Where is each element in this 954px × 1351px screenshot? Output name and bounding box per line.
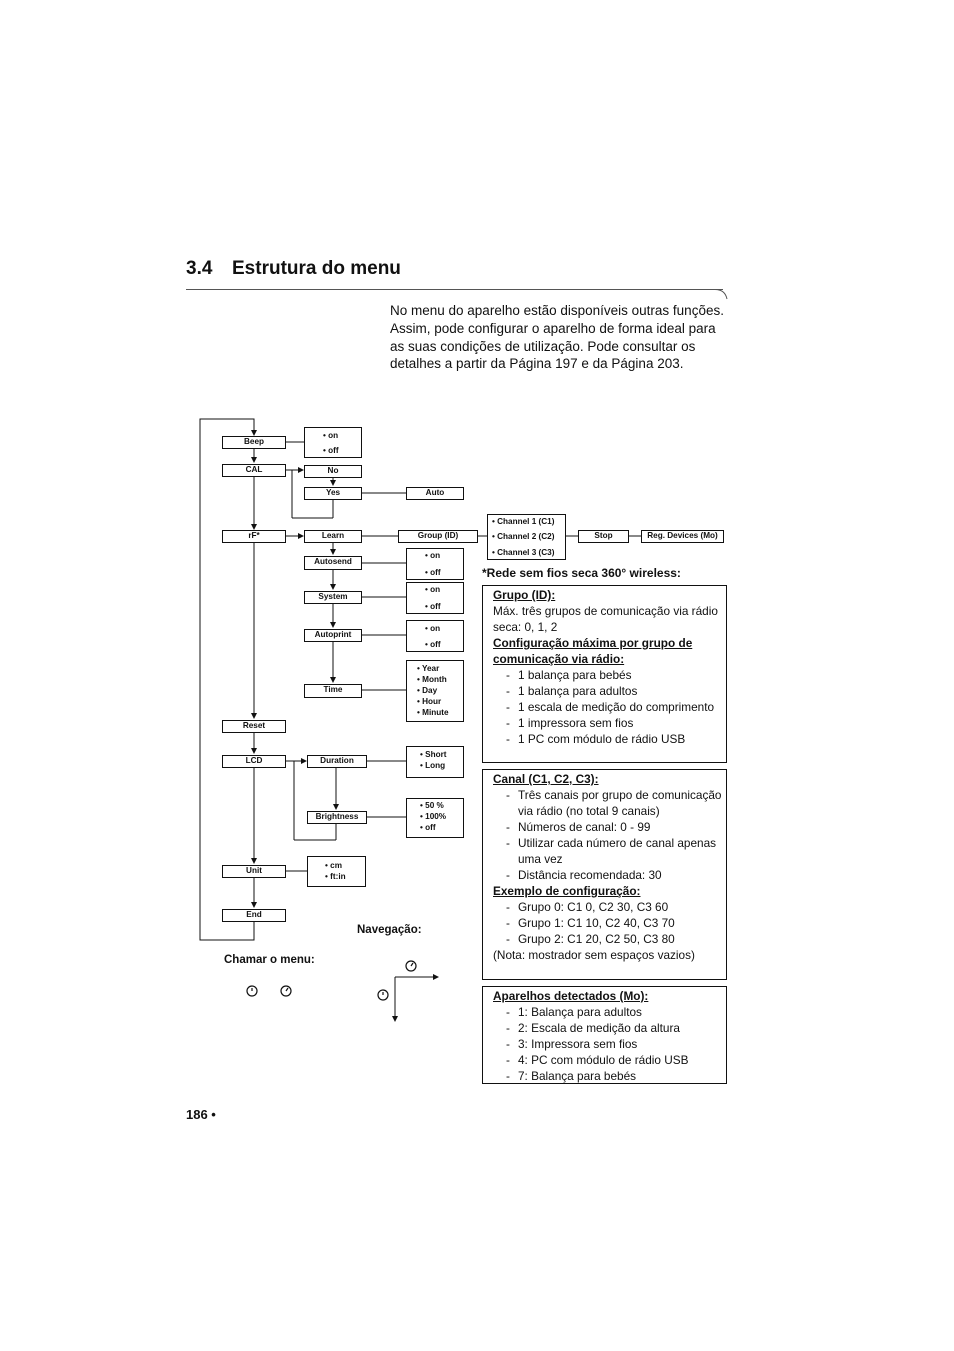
brightness-options: • 50 % • 100% • off: [406, 798, 464, 838]
brightness-option-100: • 100%: [420, 812, 447, 821]
page-number: 186 •: [186, 1107, 216, 1122]
channel-3: • Channel 3 (C3): [492, 548, 555, 557]
autosend-option-off: • off: [425, 568, 441, 577]
channel-note: (Nota: mostrador sem espaços vazios): [493, 948, 695, 962]
call-menu-label: Chamar o menu:: [224, 954, 315, 966]
brightness-option-50: • 50 %: [420, 801, 444, 810]
time-options: • Year • Month • Day • Hour • Minute: [406, 660, 464, 722]
group-item: 1 balança para adultos: [483, 683, 726, 699]
devices-heading: Aparelhos detectados (Mo):: [493, 989, 649, 1003]
rf-system: System: [304, 591, 362, 604]
section-heading: 3.4 Estrutura do menu: [186, 258, 401, 280]
rf-reg-devices: Reg. Devices (Mo): [641, 530, 724, 543]
channel-info-box: Canal (C1, C2, C3): Três canais por grup…: [482, 769, 727, 980]
example-item: Grupo 0: C1 0, C2 30, C3 60: [483, 899, 726, 915]
time-option-hour: • Hour: [417, 697, 442, 706]
rule-corner: [715, 289, 728, 300]
channel-options: • Channel 1 (C1) • Channel 2 (C2) • Chan…: [487, 514, 566, 560]
menu-unit: Unit: [222, 865, 286, 878]
menu-end: End: [222, 909, 286, 922]
group-item: 1 PC com módulo de rádio USB: [483, 731, 726, 747]
unit-options: • cm • ft:in: [307, 856, 366, 887]
menu-reset: Reset: [222, 720, 286, 733]
rf-stop: Stop: [578, 530, 629, 543]
device-item: 2: Escala de medição da altura: [483, 1020, 726, 1036]
rf-autoprint: Autoprint: [304, 629, 362, 642]
time-option-minute: • Minute: [417, 708, 449, 717]
duration-options: • Short • Long: [406, 746, 464, 778]
device-item: 1: Balança para adultos: [483, 1004, 726, 1020]
menu-cal: CAL: [222, 464, 286, 477]
intro-paragraph: No menu do aparelho estão disponíveis ou…: [390, 303, 724, 372]
autoprint-options: • on • off: [406, 620, 464, 652]
system-options: • on • off: [406, 582, 464, 614]
group-config-heading: Configuração máxima por grupo de comunic…: [493, 636, 693, 666]
autosend-option-on: • on: [425, 551, 441, 560]
channel-item: Distância recomendada: 30: [483, 867, 726, 883]
cal-auto: Auto: [406, 487, 464, 500]
channel-2: • Channel 2 (C2): [492, 532, 555, 541]
time-option-year: • Year: [417, 664, 440, 673]
unit-option-ftin: • ft:in: [325, 872, 346, 881]
lcd-brightness: Brightness: [307, 811, 367, 824]
menu-lcd: LCD: [222, 755, 286, 768]
rf-autosend: Autosend: [304, 556, 362, 570]
devices-info-box: Aparelhos detectados (Mo): 1: Balança pa…: [482, 986, 727, 1084]
example-item: Grupo 2: C1 20, C2 50, C3 80: [483, 931, 726, 947]
autoprint-option-off: • off: [425, 640, 441, 649]
rf-group-id: Group (ID): [398, 530, 478, 543]
beep-option-on: • on: [323, 431, 339, 440]
time-option-month: • Month: [417, 675, 447, 684]
beep-option-off: • off: [323, 446, 339, 455]
brightness-option-off: • off: [420, 823, 436, 832]
unit-option-cm: • cm: [325, 861, 342, 870]
channel-item: Três canais por grupo de comunicação via…: [483, 787, 726, 819]
autosend-options: • on • off: [406, 548, 464, 580]
device-item: 7: Balança para bebés: [483, 1068, 726, 1084]
cal-yes: Yes: [304, 487, 362, 500]
rf-time: Time: [304, 684, 362, 698]
section-number: 3.4: [186, 258, 213, 279]
group-heading: Grupo (ID):: [493, 588, 556, 602]
wireless-title: *Rede sem fios seca 360° wireless:: [482, 566, 681, 580]
example-heading: Exemplo de configuração:: [493, 884, 641, 898]
system-option-on: • on: [425, 585, 441, 594]
system-option-off: • off: [425, 602, 441, 611]
channel-heading: Canal (C1, C2, C3):: [493, 772, 599, 786]
device-item: 3: Impressora sem fios: [483, 1036, 726, 1052]
duration-option-long: • Long: [420, 761, 446, 770]
group-text: Máx. três grupos de comunicação via rádi…: [493, 604, 718, 634]
cal-no: No: [304, 465, 362, 478]
example-item: Grupo 1: C1 10, C2 40, C3 70: [483, 915, 726, 931]
menu-beep: Beep: [222, 436, 286, 449]
group-item: 1 impressora sem fios: [483, 715, 726, 731]
menu-rf: rF*: [222, 530, 286, 543]
group-item: 1 escala de medição do comprimento: [483, 699, 726, 715]
group-item: 1 balança para bebés: [483, 667, 726, 683]
duration-option-short: • Short: [420, 750, 447, 759]
device-item: 4: PC com módulo de rádio USB: [483, 1052, 726, 1068]
rf-learn: Learn: [304, 530, 362, 543]
heading-rule: [186, 289, 723, 290]
time-option-day: • Day: [417, 686, 438, 695]
group-info-box: Grupo (ID): Máx. três grupos de comunica…: [482, 585, 727, 763]
autoprint-option-on: • on: [425, 624, 441, 633]
channel-1: • Channel 1 (C1): [492, 517, 555, 526]
navigation-label: Navegação:: [357, 924, 422, 936]
channel-item: Números de canal: 0 - 99: [483, 819, 726, 835]
channel-item: Utilizar cada número de canal apenas uma…: [483, 835, 726, 867]
lcd-duration: Duration: [307, 755, 367, 768]
section-title: Estrutura do menu: [232, 258, 401, 279]
beep-options: • on • off: [304, 427, 362, 458]
